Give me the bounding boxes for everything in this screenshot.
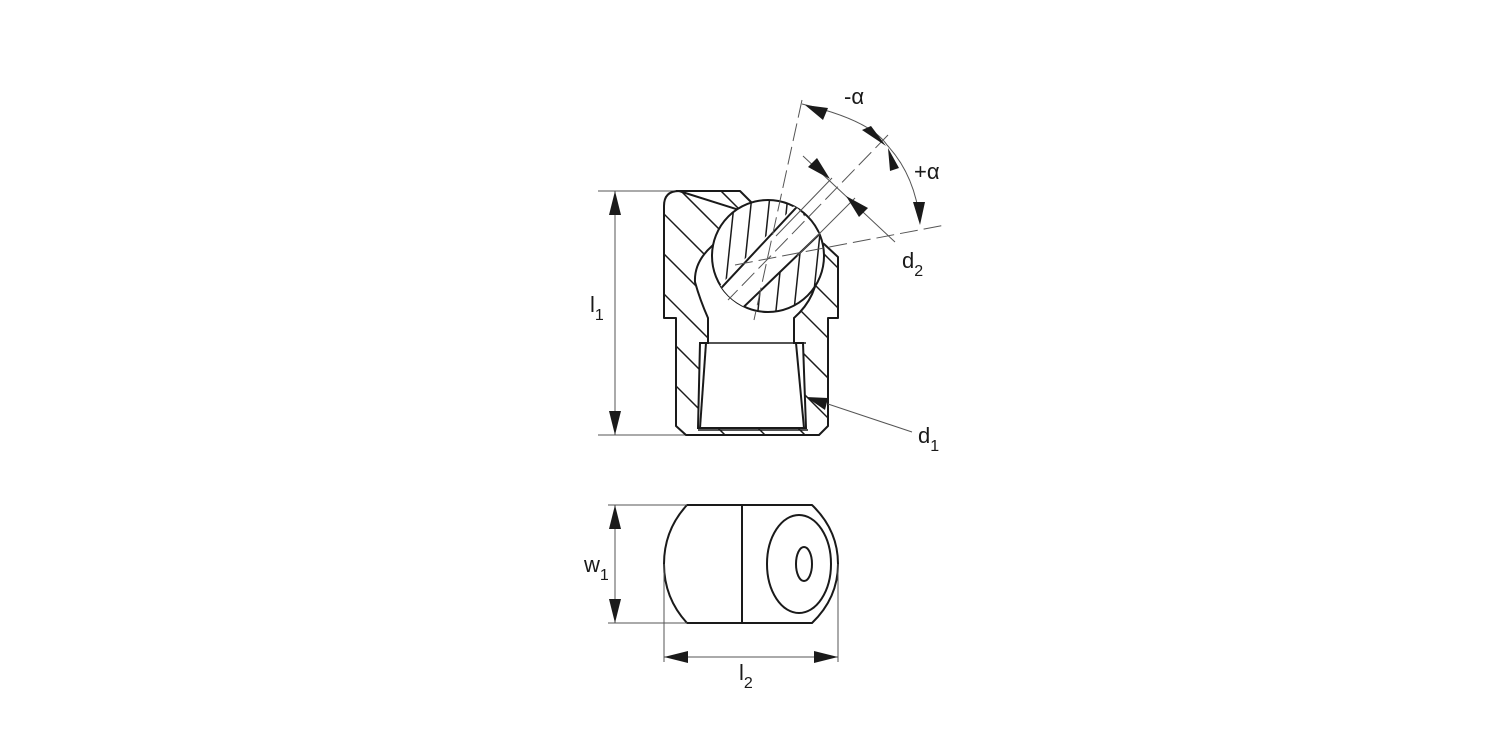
label-l1: l1 <box>590 292 604 324</box>
arrow-left-icon <box>664 651 688 663</box>
label-l2: l2 <box>739 660 753 692</box>
arrow-up-icon <box>609 191 621 215</box>
arrow-icon <box>806 397 828 410</box>
body-outline <box>663 190 839 436</box>
dimension-l1: l1 <box>590 190 686 436</box>
arrow-icon <box>805 105 828 120</box>
arrow-icon <box>808 158 830 179</box>
arrow-down-icon <box>609 411 621 435</box>
label-d2: d2 <box>902 248 923 280</box>
top-view-outline <box>663 504 839 624</box>
arrow-icon <box>846 196 868 217</box>
label-plus-alpha: +α <box>914 159 940 184</box>
bore-threads <box>698 342 808 431</box>
outer-ring <box>766 514 832 614</box>
dimension-d2: d2 <box>775 155 923 280</box>
dimension-d1: d1 <box>806 397 939 455</box>
label-minus-alpha: -α <box>844 84 864 109</box>
arrow-icon <box>913 202 925 225</box>
inner-hole <box>795 546 813 582</box>
arrow-down-icon <box>609 599 621 623</box>
top-view: w1 l2 <box>583 504 839 692</box>
arrow-icon <box>888 148 899 171</box>
arrow-up-icon <box>609 505 621 529</box>
dimension-alpha: -α +α <box>801 84 940 225</box>
label-d1: d1 <box>918 423 939 455</box>
centerlines <box>727 99 946 321</box>
dimension-l2: l2 <box>663 564 839 692</box>
arrow-right-icon <box>814 651 838 663</box>
dimension-w1: w1 <box>583 504 687 624</box>
section-view: l1 <box>590 84 946 455</box>
label-w1: w1 <box>583 552 609 584</box>
arrow-icon <box>862 126 886 146</box>
